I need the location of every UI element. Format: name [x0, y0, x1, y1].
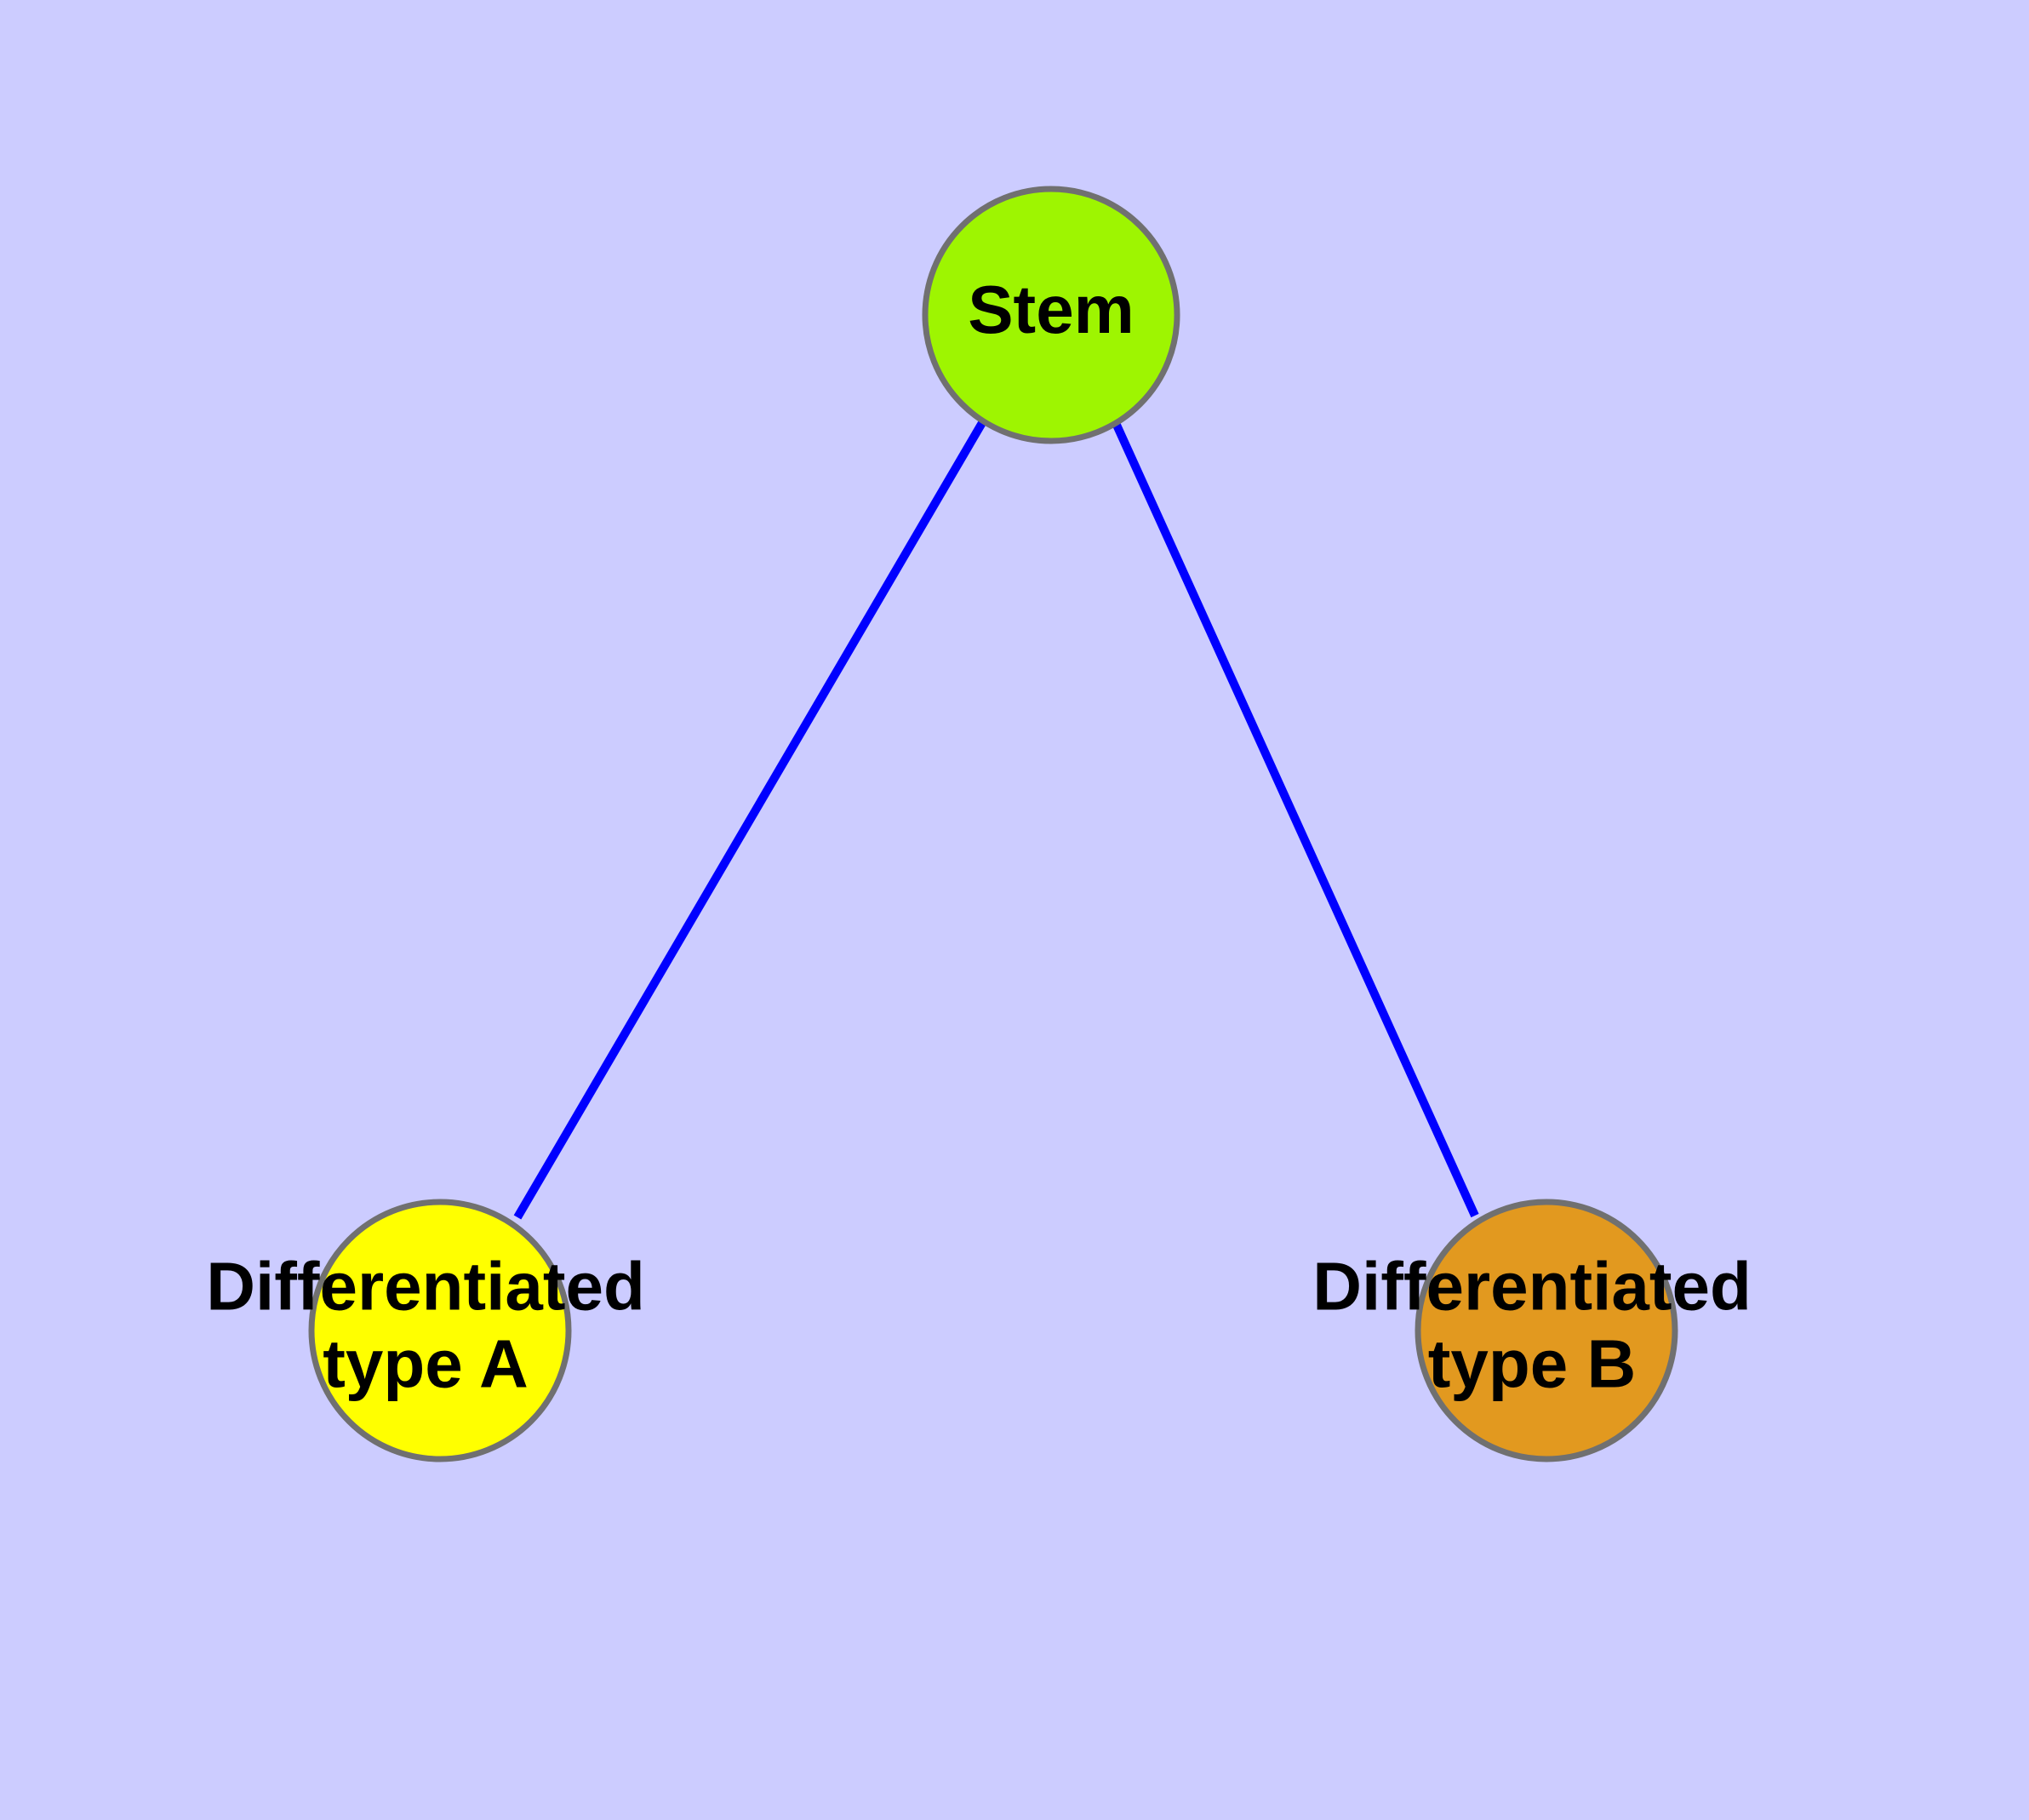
node-label-stem: Stem — [968, 272, 1135, 347]
node-label-line: Stem — [968, 272, 1135, 347]
node-label-line: type A — [323, 1326, 529, 1402]
node-label-line: type B — [1428, 1326, 1637, 1402]
nodes-layer — [308, 186, 1678, 1462]
edge-stem-diff-b[interactable] — [1112, 421, 1479, 1218]
edge-stem-diff-a[interactable] — [513, 419, 987, 1220]
node-label-line: Differentiated — [206, 1249, 645, 1325]
node-diff_b[interactable] — [1415, 1199, 1678, 1462]
node-label-line: Differentiated — [1312, 1249, 1752, 1325]
edges-layer — [513, 419, 1479, 1220]
node-stem[interactable] — [922, 186, 1180, 444]
node-diff_a[interactable] — [308, 1199, 572, 1462]
